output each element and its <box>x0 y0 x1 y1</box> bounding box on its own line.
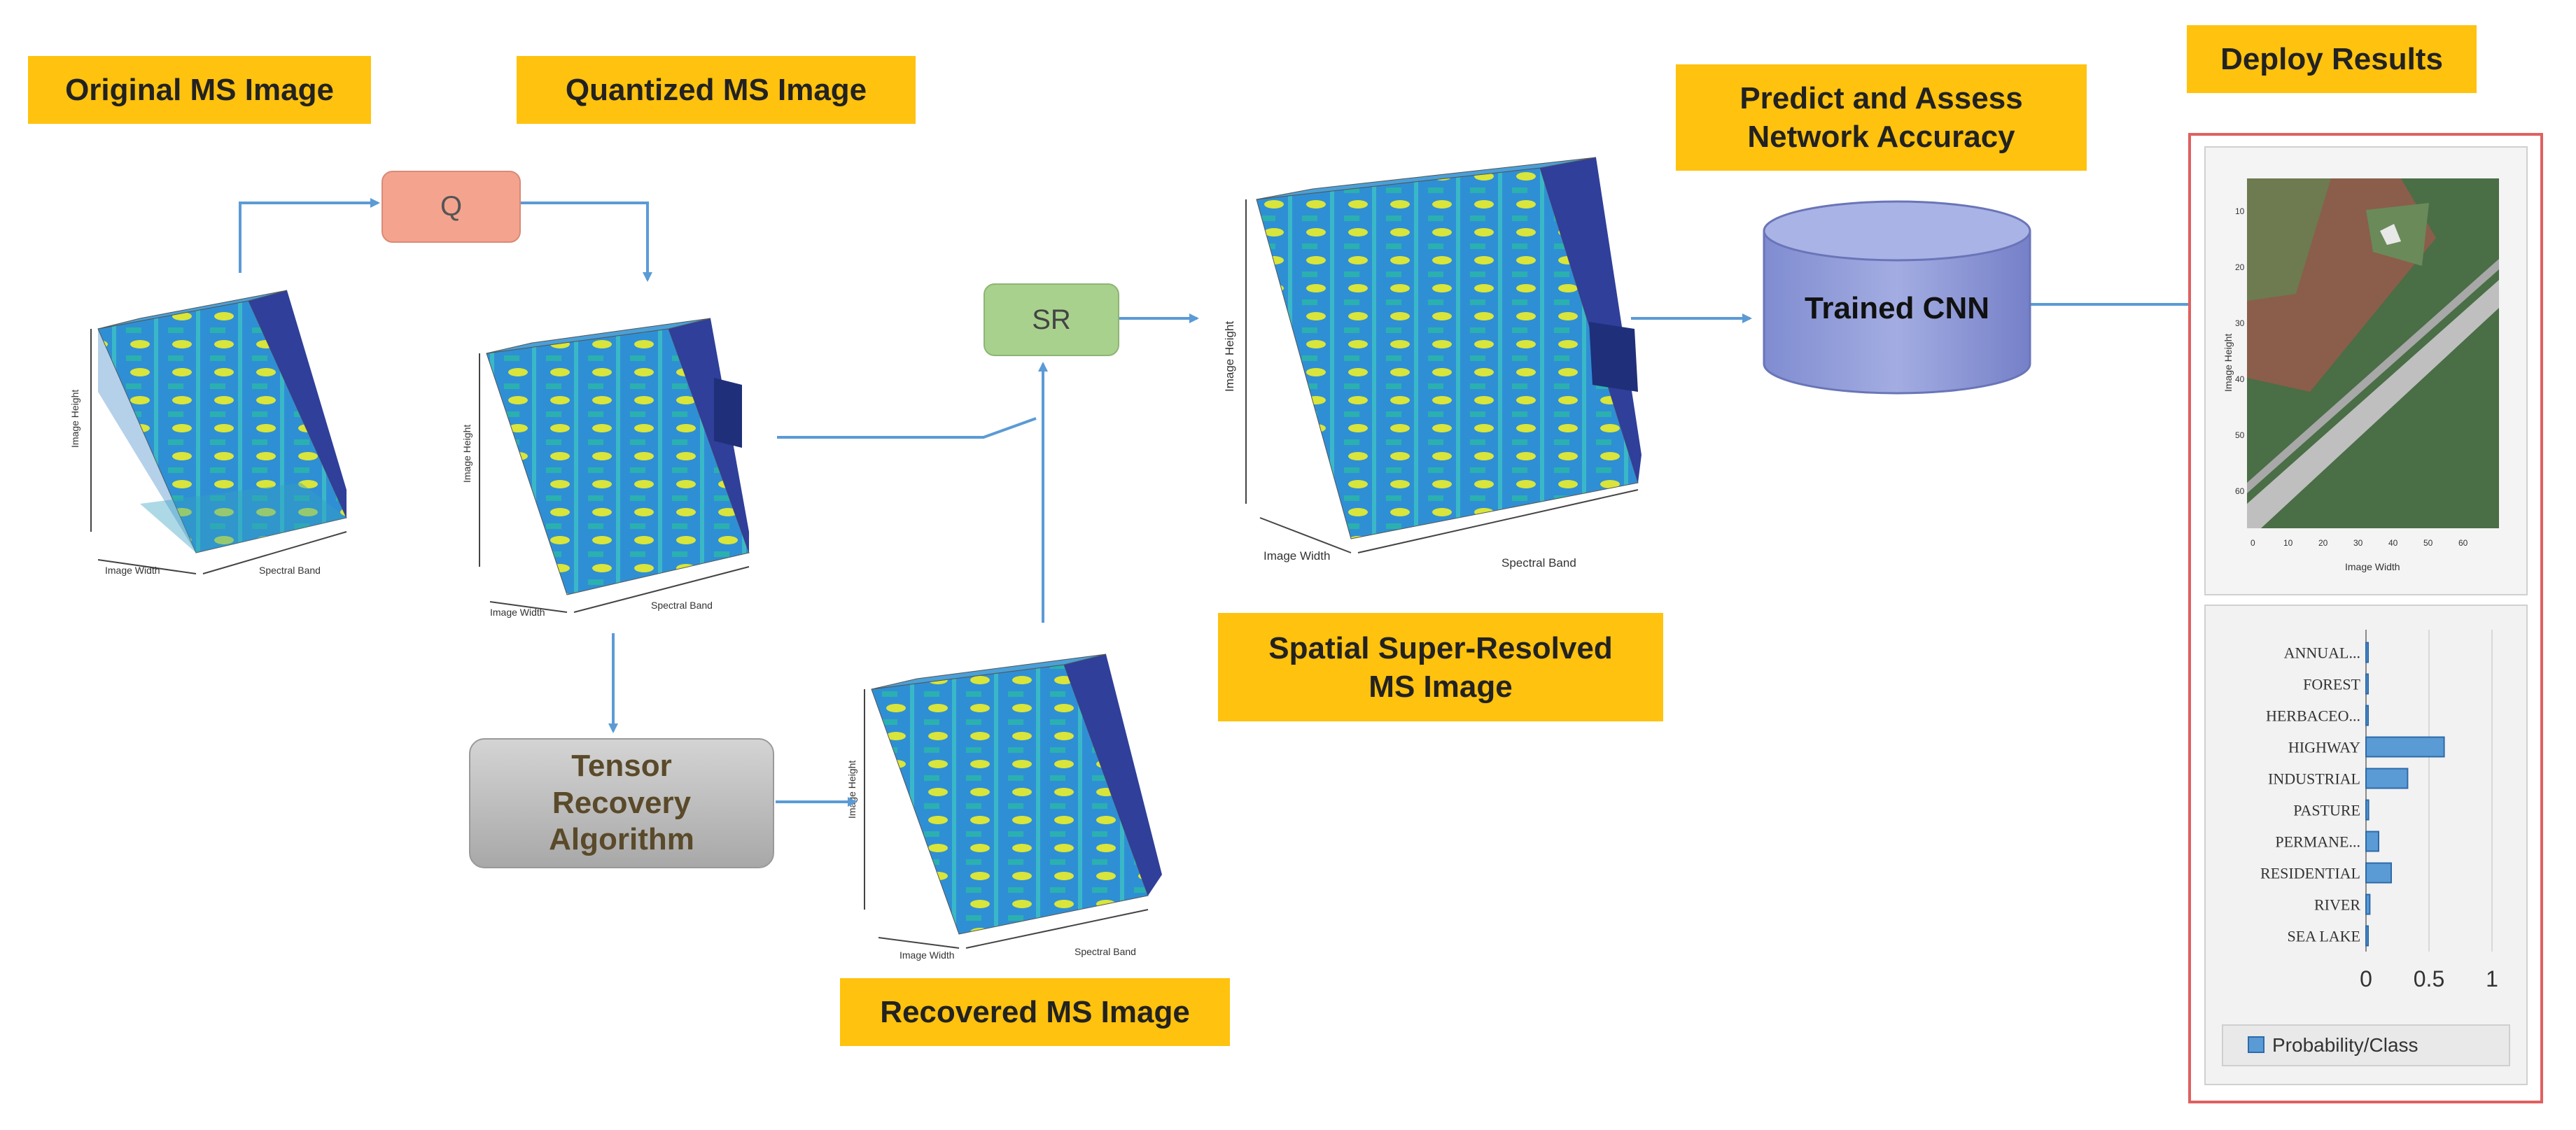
trained-cnn-label: Trained CNN <box>1805 291 1989 325</box>
bar <box>2365 799 2370 821</box>
category-label: ANNUAL... <box>2284 644 2360 662</box>
original-ms-cube <box>90 290 347 574</box>
svg-text:40: 40 <box>2388 538 2398 548</box>
sr-label: SR <box>1032 304 1071 335</box>
photo-x-label: Image Width <box>2345 561 2400 572</box>
category-label: HERBACEO... <box>2266 707 2360 725</box>
category-label: FOREST <box>2303 676 2360 693</box>
legend-label: Probability/Class <box>2272 1034 2418 1056</box>
quantizer-label: Q <box>440 191 463 222</box>
svg-text:50: 50 <box>2235 430 2245 440</box>
svg-text:40: 40 <box>2235 374 2245 384</box>
cube3-height-label: Image Height <box>846 761 858 819</box>
category-label: RESIDENTIAL <box>2260 865 2360 882</box>
legend-box <box>2222 1024 2510 1066</box>
cube3-width-label: Image Width <box>899 949 955 961</box>
bar <box>2365 831 2379 852</box>
svg-text:10: 10 <box>2283 538 2293 548</box>
svg-text:0: 0 <box>2250 538 2255 548</box>
spatial-line-2: MS Image <box>1368 669 1513 704</box>
photo-y-label: Image Height <box>2222 334 2234 392</box>
cube1-band-label: Spectral Band <box>259 565 321 576</box>
svg-text:50: 50 <box>2423 538 2433 548</box>
cube4-band-label: Spectral Band <box>1502 556 1576 570</box>
x-tick-label: 0.5 <box>2414 966 2444 991</box>
photo-y-ticks: 10 20 30 40 50 60 <box>2235 206 2245 496</box>
arrow-q-to-quantized <box>518 202 652 282</box>
bar <box>2365 705 2369 726</box>
deploy-results-label: Deploy Results <box>2187 25 2477 93</box>
x-tick-label: 0 <box>2360 966 2372 991</box>
cube4-width-label: Image Width <box>1264 549 1330 563</box>
spatial-line-1: Spatial Super-Resolved <box>1268 630 1613 665</box>
predict-assess-label: Predict and Assess Network Accuracy <box>1676 64 2087 171</box>
line-quantized-to-junction <box>777 417 1037 439</box>
tensor-line-3: Algorithm <box>549 822 694 857</box>
category-label: RIVER <box>2314 896 2360 914</box>
cube4-height-label: Image Height <box>1223 321 1236 392</box>
cube2-height-label: Image Height <box>461 425 472 483</box>
bar <box>2365 642 2369 663</box>
bar <box>2365 768 2409 789</box>
original-ms-image-label: Original MS Image <box>28 56 371 124</box>
bar <box>2365 736 2445 758</box>
spatial-super-resolved-label: Spatial Super-Resolved MS Image <box>1218 613 1663 721</box>
svg-text:30: 30 <box>2235 318 2245 328</box>
cube1-width-label: Image Width <box>105 565 160 576</box>
category-label: HIGHWAY <box>2288 739 2360 756</box>
photo-x-ticks: 0 10 20 30 40 50 60 <box>2250 538 2468 548</box>
quantized-ms-cube <box>479 318 750 613</box>
cube1-height-label: Image Height <box>69 390 80 448</box>
quantized-ms-image-label: Quantized MS Image <box>517 56 916 124</box>
tensor-line-2: Recovery <box>552 785 692 820</box>
tensor-recovery-node: Tensor Recovery Algorithm <box>469 738 774 868</box>
tensor-line-1: Tensor <box>571 748 672 783</box>
quantizer-node: Q <box>382 171 521 243</box>
trained-cnn-cylinder <box>1763 200 2031 395</box>
arrow-original-to-q <box>239 198 380 273</box>
recovered-ms-cube <box>864 654 1162 949</box>
x-tick-label: 1 <box>2486 966 2498 991</box>
bar <box>2365 862 2392 884</box>
svg-text:60: 60 <box>2458 538 2468 548</box>
super-resolution-node: SR <box>983 283 1119 356</box>
recovered-ms-image-label: Recovered MS Image <box>840 978 1230 1046</box>
predict-line-1: Predict and Assess <box>1740 81 2023 115</box>
predict-line-2: Network Accuracy <box>1747 120 2015 154</box>
cube3-band-label: Spectral Band <box>1074 946 1136 957</box>
svg-text:20: 20 <box>2235 262 2245 272</box>
category-label: INDUSTRIAL <box>2268 770 2360 788</box>
probability-bar-chart: 0 0.5 1 ANNUAL... FOREST HERBACEO... HIGHWAY IN… <box>2260 630 2498 991</box>
bar <box>2365 925 2369 947</box>
svg-text:10: 10 <box>2235 206 2245 216</box>
bar <box>2365 894 2371 915</box>
bar <box>2365 673 2369 695</box>
satellite-image <box>2247 178 2499 528</box>
svg-text:60: 60 <box>2235 486 2245 496</box>
category-label: PASTURE <box>2293 802 2360 819</box>
cube2-band-label: Spectral Band <box>651 600 713 611</box>
legend-swatch <box>2248 1036 2264 1053</box>
spatial-super-resolved-cube <box>1245 157 1642 553</box>
category-label: SEA LAKE <box>2288 928 2361 945</box>
cube2-width-label: Image Width <box>490 607 545 618</box>
category-label: PERMANE... <box>2275 833 2360 851</box>
svg-text:30: 30 <box>2353 538 2363 548</box>
svg-text:20: 20 <box>2318 538 2328 548</box>
connectors <box>239 198 2200 807</box>
